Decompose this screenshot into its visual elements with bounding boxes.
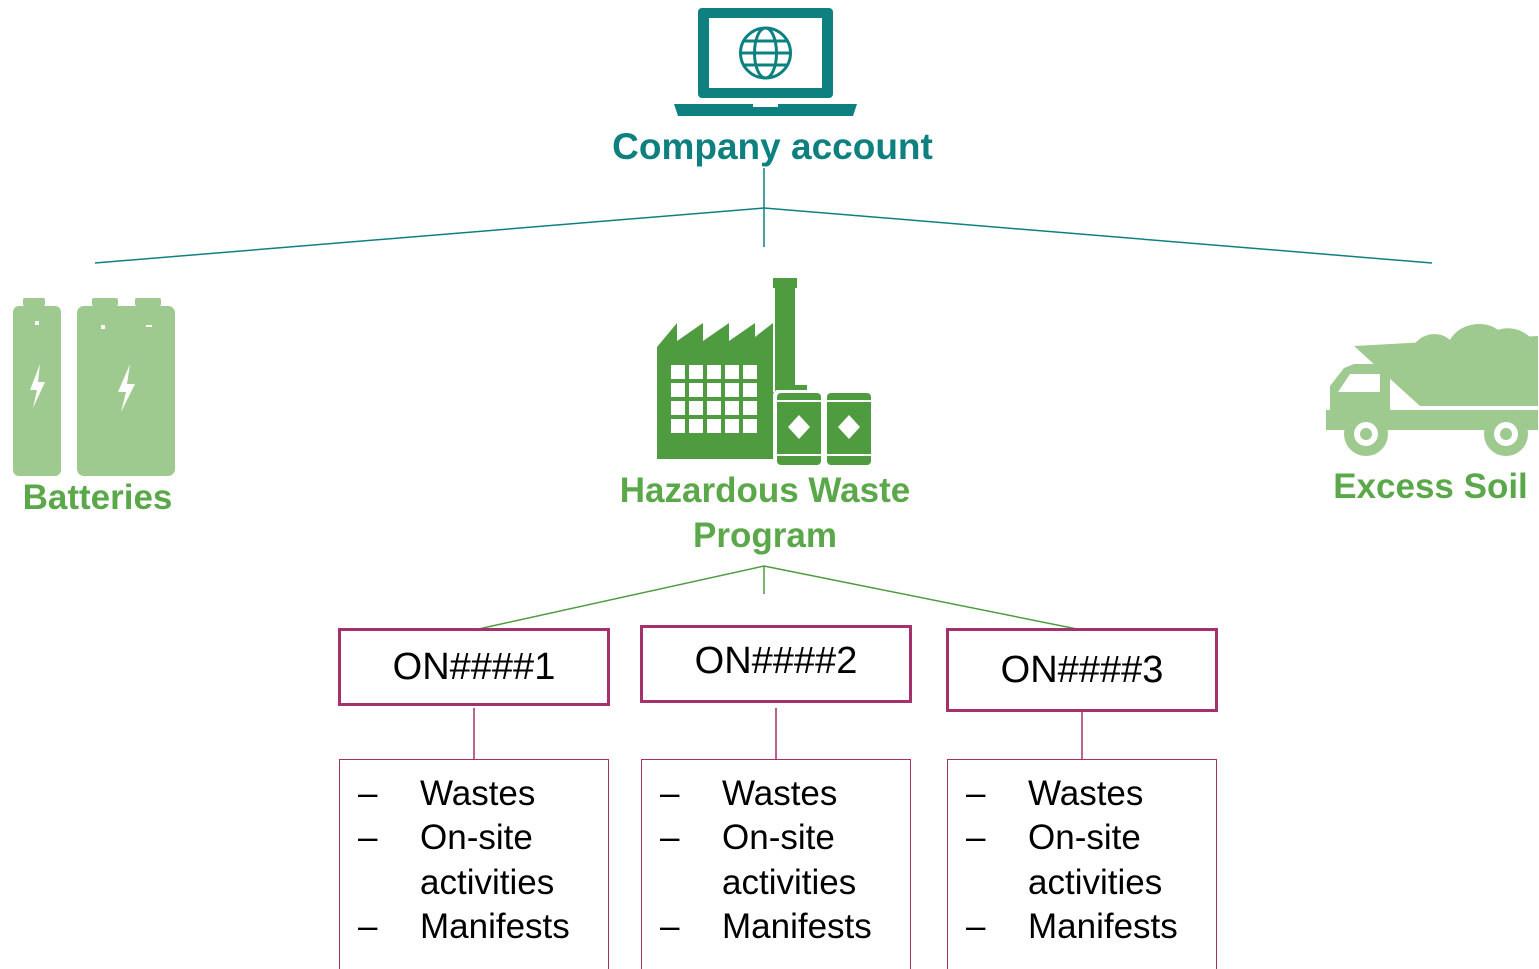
program-connectors bbox=[473, 565, 1083, 631]
site-connectors bbox=[473, 708, 1083, 759]
site-items-on2: –Wastes –On-site activities –Manifests bbox=[641, 759, 911, 969]
company-account-label: Company account bbox=[612, 126, 933, 167]
list-item: –On-site bbox=[966, 818, 1141, 857]
site-label-on2: ON####2 bbox=[694, 639, 858, 682]
list-item: –Manifests bbox=[358, 907, 570, 946]
dump-truck-icon bbox=[1326, 324, 1538, 456]
site-box-on2: ON####2 bbox=[640, 625, 912, 703]
factory-windows bbox=[671, 365, 757, 433]
site-items-on1: –Wastes –On-site activities –Manifests bbox=[339, 759, 609, 969]
list-item: –On-site bbox=[660, 818, 835, 857]
account-to-soil-line bbox=[763, 207, 1433, 264]
site-label-on1: ON####1 bbox=[392, 645, 556, 688]
site-box-on3: ON####3 bbox=[946, 628, 1218, 712]
list-item: activities bbox=[1028, 863, 1163, 902]
factory-drums-icon bbox=[657, 278, 875, 466]
laptop-globe-icon bbox=[674, 8, 857, 116]
list-item: –Wastes bbox=[660, 774, 838, 813]
account-connectors bbox=[94, 168, 1433, 264]
list-item: –On-site bbox=[358, 818, 533, 857]
list-item: –Manifests bbox=[966, 907, 1178, 946]
excess-soil-label: Excess Soil bbox=[1333, 467, 1528, 506]
site-box-on1: ON####1 bbox=[338, 628, 610, 706]
list-item: activities bbox=[722, 863, 857, 902]
batteries-label: Batteries bbox=[22, 478, 173, 517]
program-to-site1-line bbox=[473, 565, 765, 631]
list-item: –Wastes bbox=[358, 774, 536, 813]
list-item: activities bbox=[420, 863, 555, 902]
site-label-on3: ON####3 bbox=[1000, 648, 1164, 691]
batteries-icon bbox=[13, 298, 175, 476]
list-item: –Wastes bbox=[966, 774, 1144, 813]
list-item: –Manifests bbox=[660, 907, 872, 946]
hazardous-waste-program-label: Hazardous Waste Program bbox=[619, 471, 911, 555]
program-to-site3-line bbox=[763, 565, 1083, 631]
site-items-on3: –Wastes –On-site activities –Manifests bbox=[947, 759, 1217, 969]
account-to-batteries-line bbox=[94, 207, 765, 264]
